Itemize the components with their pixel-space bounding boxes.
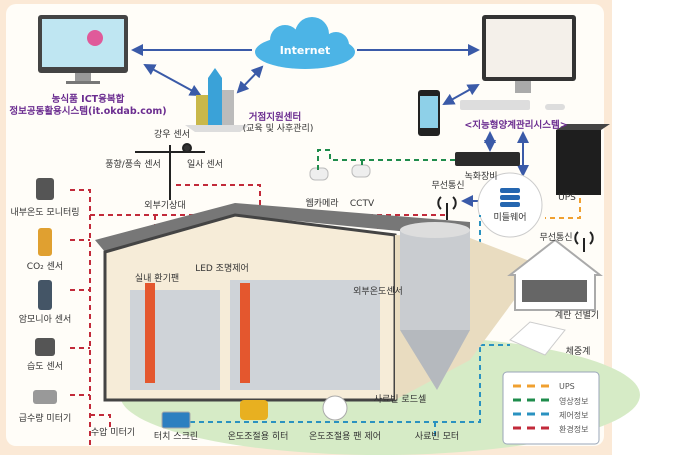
water-meter-label: 급수량 미터기 bbox=[18, 414, 72, 424]
hub-label-1: 거점지원센터 bbox=[248, 112, 302, 123]
cctv-icon bbox=[351, 164, 371, 178]
internet-label: Internet bbox=[279, 44, 331, 57]
video-lines bbox=[317, 149, 455, 170]
webcam-label: 웹카메라 bbox=[305, 199, 339, 209]
touch-screen-label: 터치 스크린 bbox=[153, 432, 199, 442]
scale-icon bbox=[509, 321, 566, 356]
hub-label-2: (교육 및 사후관리) bbox=[242, 124, 314, 134]
wireless-right-label: 무선통신 bbox=[539, 233, 573, 243]
ups-label: UPS bbox=[558, 193, 576, 203]
feed-silo-icon bbox=[400, 222, 470, 390]
fan-label: 실내 환기팬 bbox=[134, 274, 180, 284]
portal-label-1: 농식품 ICT융복합 bbox=[51, 94, 125, 105]
heater-icon bbox=[240, 400, 268, 420]
recorder-icon bbox=[455, 152, 520, 166]
ups-lines bbox=[545, 198, 581, 219]
portal-label-2: 정보공동활용시스템(it.okdab.com) bbox=[9, 106, 167, 117]
legend-video: 영상정보 bbox=[559, 397, 589, 406]
wifi-icon-right bbox=[574, 231, 594, 252]
egg-sorter-label: 계란 선별기 bbox=[554, 311, 600, 321]
recorder-label: 녹화장비 bbox=[464, 172, 498, 182]
wifi-icon bbox=[437, 196, 457, 220]
led-label: LED 조명제어 bbox=[195, 264, 249, 274]
weather-station-label: 외부기상대 bbox=[144, 201, 186, 211]
co2-label: CO₂ 센서 bbox=[26, 262, 64, 272]
humidity-label: 습도 센서 bbox=[27, 362, 63, 372]
outer-temp-label: 외부온도센서 bbox=[353, 287, 403, 297]
portal-monitor-icon bbox=[38, 15, 128, 84]
wireless-label: 무선통신 bbox=[431, 181, 465, 191]
solar-sensor-label: 일사 센서 bbox=[187, 160, 223, 170]
heater-label: 온도조절용 히터 bbox=[227, 432, 289, 442]
silo-motor-label: 사료빈 모터 bbox=[414, 432, 460, 442]
scale-label: 체중계 bbox=[565, 347, 591, 357]
legend-ups: UPS bbox=[559, 382, 575, 391]
smartphone-icon bbox=[418, 90, 440, 136]
legend-environment: 환경정보 bbox=[559, 425, 589, 434]
legend-box bbox=[502, 371, 600, 445]
ups-icon bbox=[556, 124, 610, 195]
cctv-label: CCTV bbox=[349, 199, 375, 209]
management-monitor-icon bbox=[460, 15, 576, 110]
network-links bbox=[131, 44, 529, 207]
hub-building-icon bbox=[185, 68, 250, 132]
wind-sensor-label: 풍향/풍속 센서 bbox=[105, 160, 161, 170]
middleware-label: 미들웨어 bbox=[493, 213, 527, 223]
silo-loadcell-label: 사료빈 로드셀 bbox=[373, 395, 427, 405]
inner-temp-label: 내부온도 모니터링 bbox=[10, 208, 80, 218]
middleware-icon bbox=[477, 172, 543, 238]
legend-control: 제어정보 bbox=[559, 411, 589, 420]
legend-swatches bbox=[513, 384, 552, 430]
egg-sorter-house-icon bbox=[507, 238, 603, 311]
touch-screen-icon bbox=[161, 411, 191, 429]
fan-control-label: 온도조절용 팬 제어 bbox=[309, 432, 381, 442]
sensor-icons bbox=[33, 178, 57, 404]
fan-icon bbox=[322, 395, 348, 421]
pressure-meter-label: 수압 미터기 bbox=[90, 428, 136, 438]
ammonia-label: 암모니아 센서 bbox=[18, 315, 72, 325]
internet-cloud-icon bbox=[255, 17, 355, 69]
rain-sensor-label: 강우 센서 bbox=[154, 130, 190, 140]
system-label: <지능형양계관리시스템> bbox=[464, 120, 568, 131]
weather-station-icon bbox=[135, 143, 205, 200]
